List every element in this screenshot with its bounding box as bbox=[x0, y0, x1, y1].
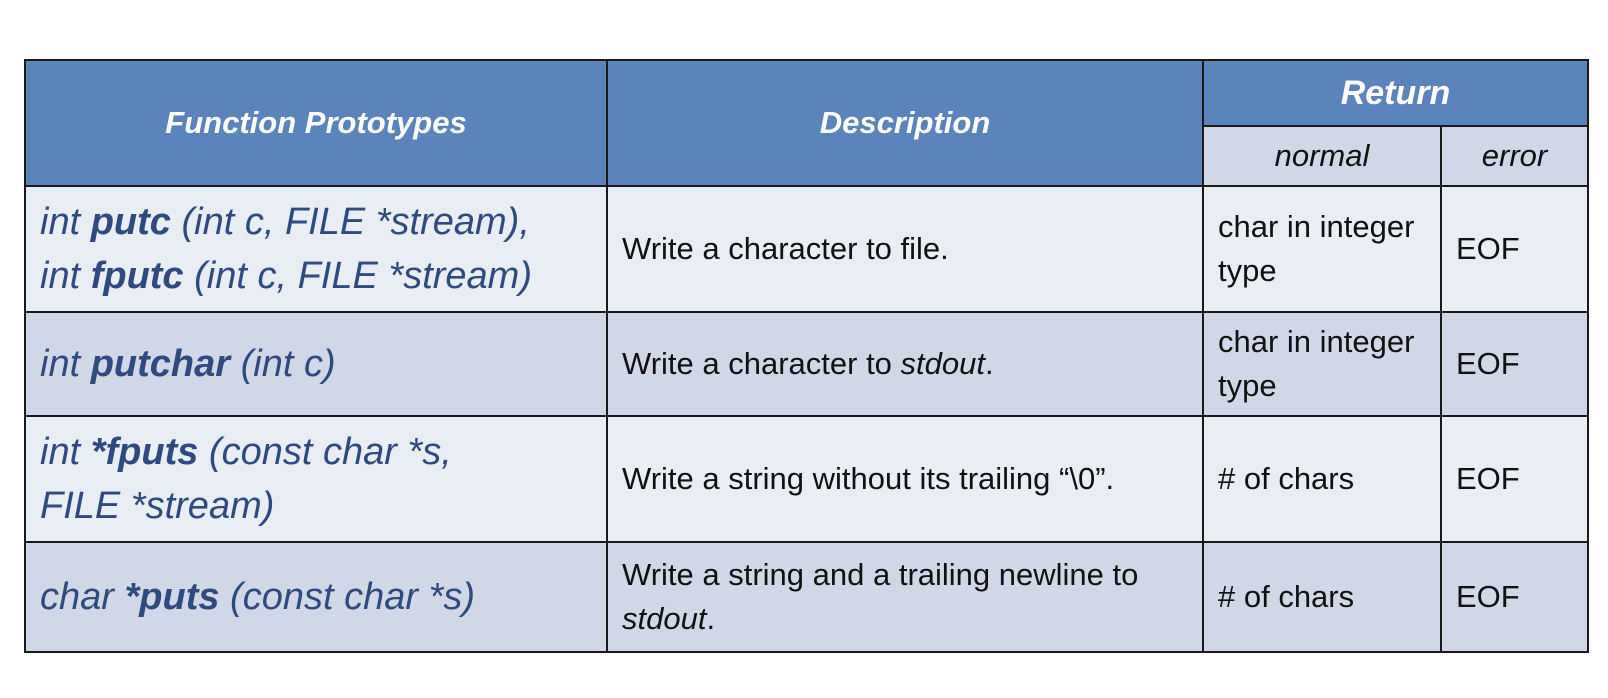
table-row: int putc (int c, FILE *stream), int fput… bbox=[24, 185, 1589, 313]
prototype-line: char *puts (const char *s) bbox=[40, 576, 476, 618]
table-row: int *fputs (const char *s, FILE *stream)… bbox=[24, 415, 1589, 543]
prototype-cell: int *fputs (const char *s, FILE *stream) bbox=[24, 415, 608, 543]
return-error-cell: EOF bbox=[1440, 415, 1589, 543]
description-cell: Write a character to stdout. bbox=[606, 311, 1204, 417]
prototype-cell: int putchar (int c) bbox=[24, 311, 608, 417]
prototype-line: int putchar (int c) bbox=[40, 343, 336, 385]
description-cell: Write a string and a trailing newline to… bbox=[606, 541, 1204, 653]
table-row: char *puts (const char *s) Write a strin… bbox=[24, 541, 1589, 653]
prototype-line: int *fputs (const char *s, bbox=[40, 431, 452, 473]
header-normal: normal bbox=[1202, 125, 1442, 187]
return-normal-cell: char in integer type bbox=[1202, 311, 1442, 417]
header-function-prototypes: Function Prototypes bbox=[24, 59, 608, 187]
return-error-cell: EOF bbox=[1440, 185, 1589, 313]
prototype-cell: char *puts (const char *s) bbox=[24, 541, 608, 653]
description-cell: Write a character to file. bbox=[606, 185, 1204, 313]
prototype-line: int putc (int c, FILE *stream), bbox=[40, 201, 530, 243]
prototype-cell: int putc (int c, FILE *stream), int fput… bbox=[24, 185, 608, 313]
table-row: int putchar (int c) Write a character to… bbox=[24, 311, 1589, 417]
return-normal-cell: char in integer type bbox=[1202, 185, 1442, 313]
return-normal-cell: # of chars bbox=[1202, 541, 1442, 653]
prototype-line: FILE *stream) bbox=[40, 485, 275, 527]
header-error: error bbox=[1440, 125, 1589, 187]
prototype-line: int fputc (int c, FILE *stream) bbox=[40, 255, 532, 297]
description-cell: Write a string without its trailing “\0”… bbox=[606, 415, 1204, 543]
return-error-cell: EOF bbox=[1440, 311, 1589, 417]
return-error-cell: EOF bbox=[1440, 541, 1589, 653]
function-table: Function Prototypes Description Return n… bbox=[24, 59, 1589, 653]
header-description: Description bbox=[606, 59, 1204, 187]
return-normal-cell: # of chars bbox=[1202, 415, 1442, 543]
header-return: Return bbox=[1202, 59, 1589, 127]
